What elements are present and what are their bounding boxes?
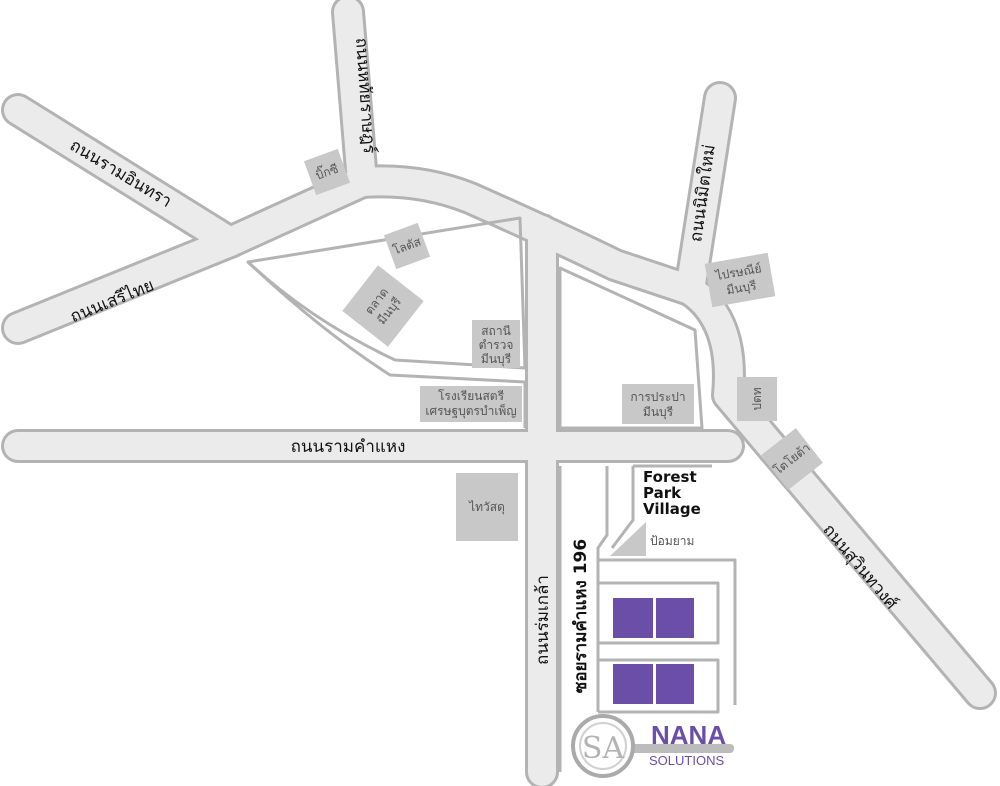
road-label-rom-klao: ถนนร่มเกล้า: [533, 575, 553, 665]
building: [656, 598, 694, 638]
landmark-school: โรงเรียนสตรี เศรษฐบุตรบำเพ็ญ: [420, 386, 522, 422]
landmark-post-office: ไปรษณีย์ มีนบุรี: [704, 252, 776, 308]
landmarks: บิ๊กซี โลตัส ตลาด มีนบุรี สถานี ตำรวจ มี…: [303, 148, 823, 556]
security-post-marker: [610, 522, 646, 556]
svg-text:Park: Park: [643, 484, 682, 502]
logo-key-bar: [624, 744, 734, 753]
road-fills: [4, 0, 994, 786]
landmark-lotus: โลตัส: [383, 222, 431, 270]
svg-text:มีนบุรี: มีนบุรี: [725, 278, 758, 298]
logo-monogram: SA: [582, 731, 625, 766]
logo-title: NANA: [651, 720, 726, 750]
project-buildings: [613, 598, 694, 704]
svg-text:Village: Village: [643, 500, 701, 518]
landmark-big-c: บิ๊กซี: [303, 148, 351, 196]
svg-text:มีนบุรี: มีนบุรี: [481, 352, 512, 367]
landmark-waterworks: การประปา มีนบุรี: [622, 384, 694, 424]
svg-text:โรงเรียนสตรี: โรงเรียนสตรี: [438, 389, 505, 403]
svg-text:มีนบุรี: มีนบุรี: [643, 405, 674, 420]
landmark-toyota: โตโยต้า: [761, 428, 823, 490]
logo-subtitle: SOLUTIONS: [649, 753, 724, 768]
building: [613, 598, 653, 638]
svg-text:เศรษฐบุตรบำเพ็ญ: เศรษฐบุตรบำเพ็ญ: [425, 403, 516, 419]
nana-solutions-logo: SA NANA SOLUTIONS: [571, 714, 734, 778]
svg-text:ตำรวจ: ตำรวจ: [479, 338, 514, 352]
landmark-thai-watsadu: ไทวัสดุ: [456, 473, 518, 541]
security-post-label: ป้อมยาม: [650, 534, 694, 548]
building: [613, 664, 653, 704]
svg-text:การประปา: การประปา: [630, 390, 685, 404]
road-label-soi-196: ซอยรามคำแหง 196: [571, 539, 591, 693]
svg-text:ปตท: ปตท: [750, 387, 764, 410]
building: [656, 664, 694, 704]
local-lanes: [246, 216, 737, 772]
landmark-police-station: สถานี ตำรวจ มีนบุรี: [472, 320, 520, 368]
svg-text:Forest: Forest: [643, 468, 697, 486]
svg-text:สถานี: สถานี: [481, 324, 511, 338]
road-label-ramkhamhaeng: ถนนรามคำแหง: [291, 437, 406, 457]
village-label: Forest Park Village: [643, 468, 701, 518]
landmark-ptt: ปตท: [737, 377, 777, 421]
logo-ring-icon: [571, 714, 635, 778]
road-label-ram-inthra: ถนนรามอินทรา: [66, 135, 175, 211]
svg-text:ไทวัสดุ: ไทวัสดุ: [468, 500, 505, 515]
landmark-talat-minburi: ตลาด มีนบุรี: [342, 265, 424, 347]
